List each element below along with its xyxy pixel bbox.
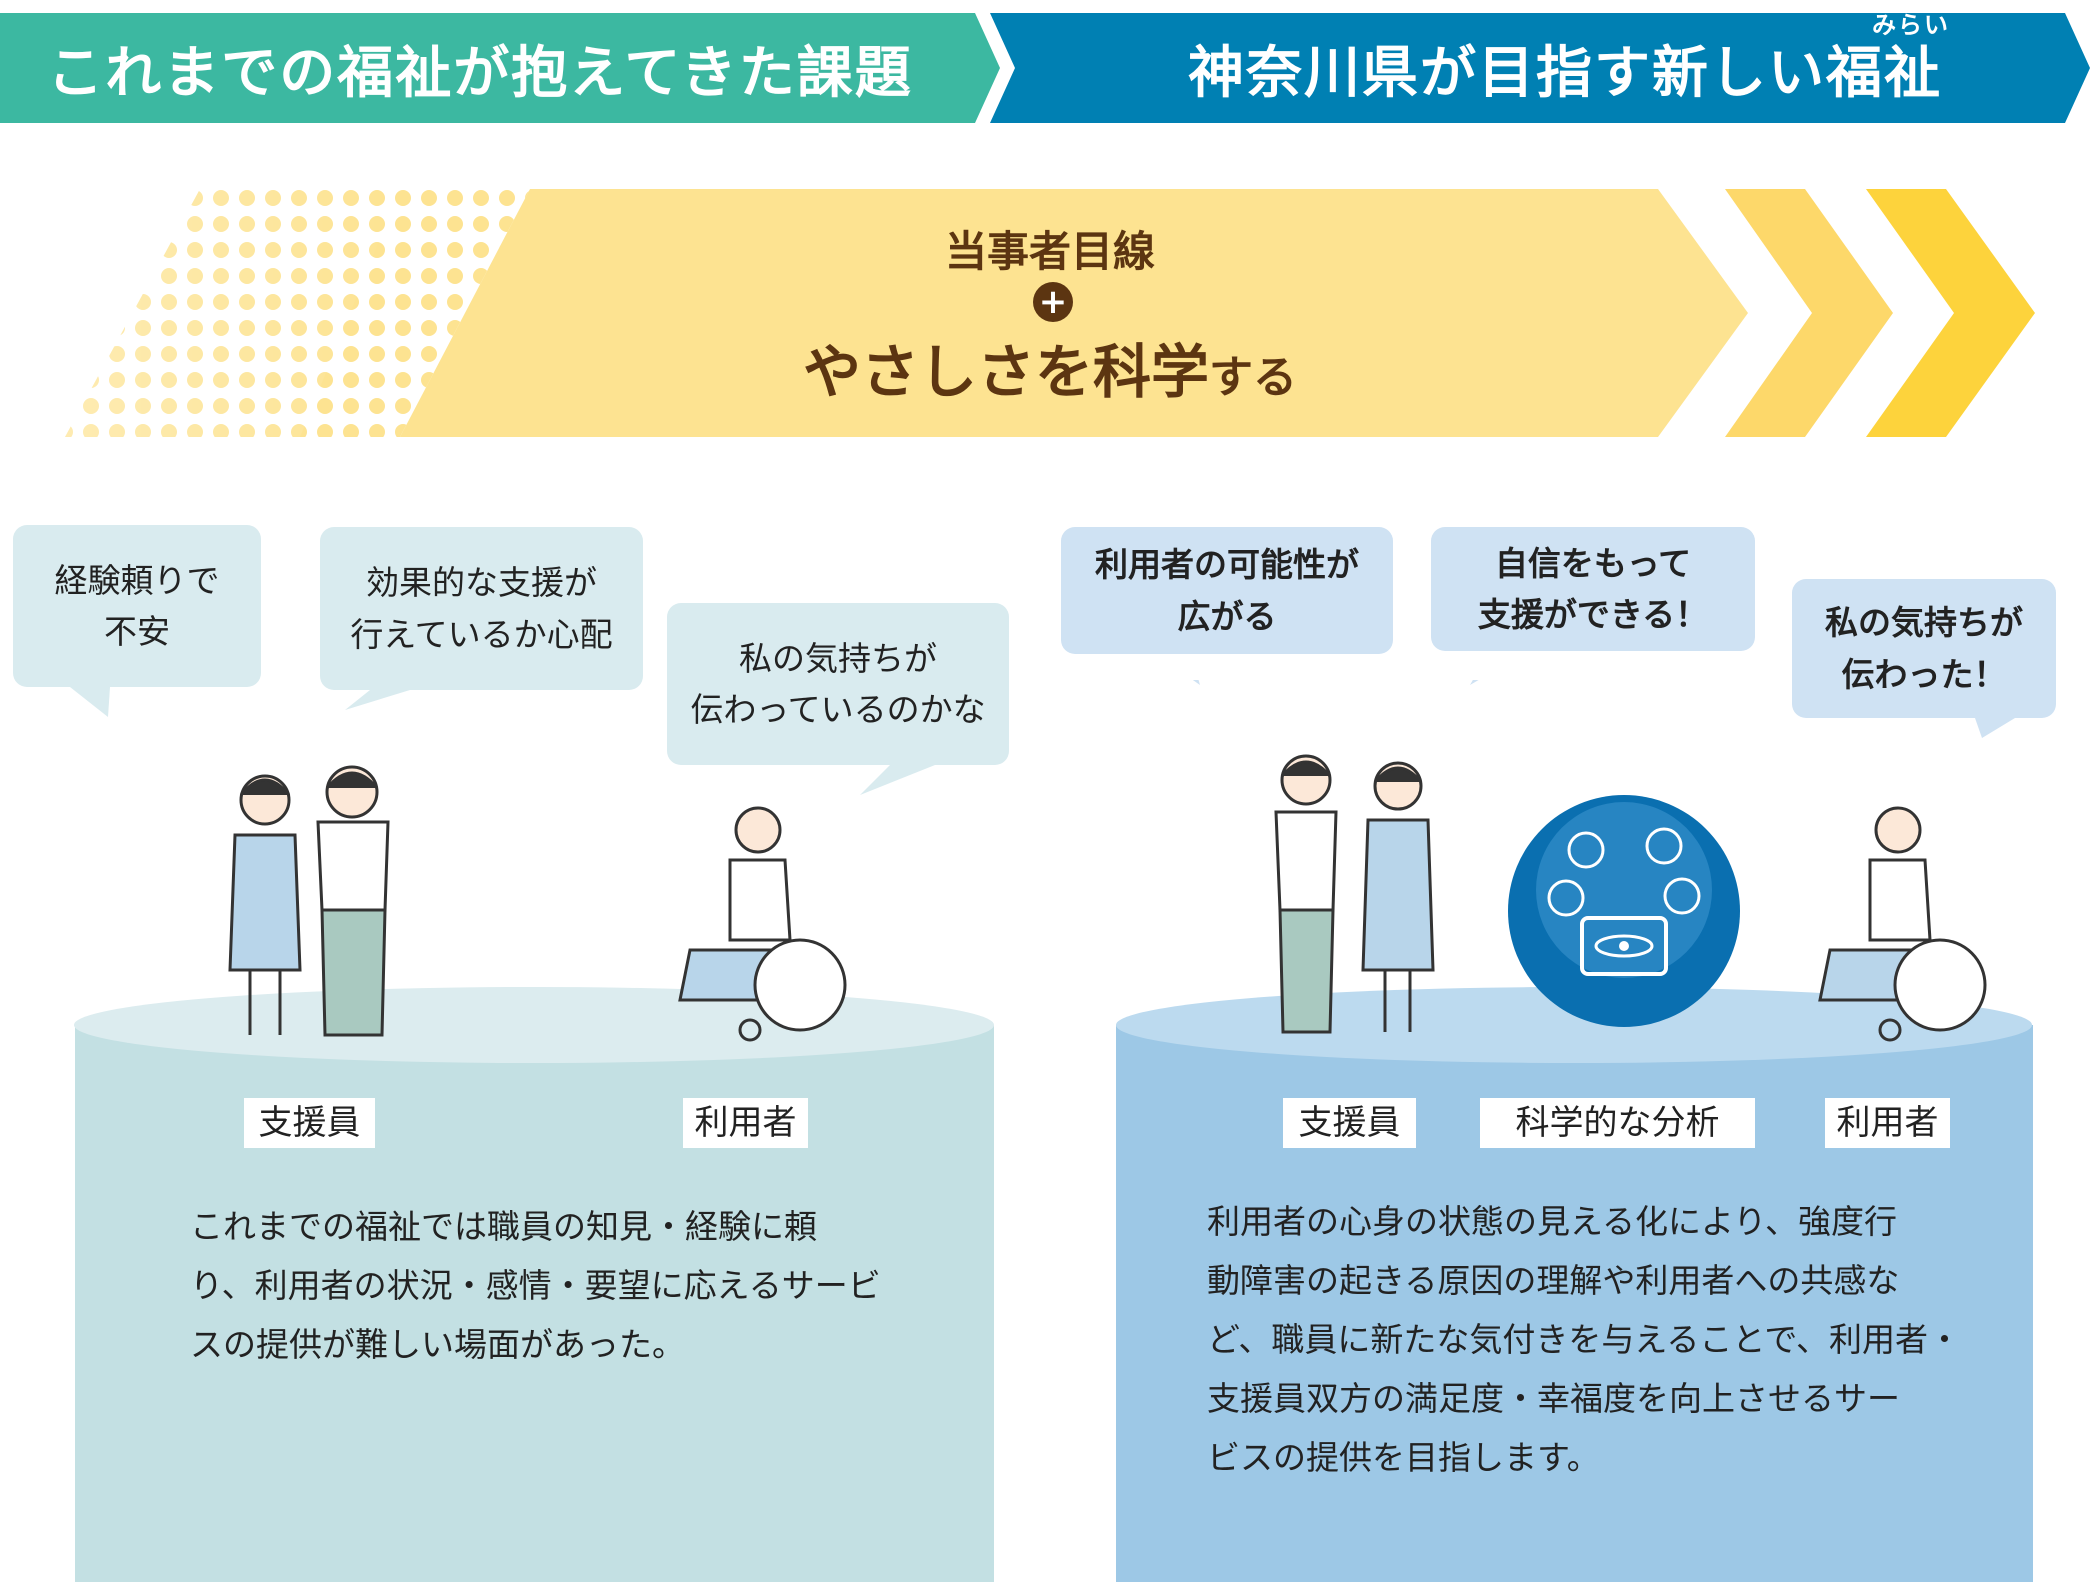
text-line: り、利用者の状況・感情・要望に応えるサービ — [190, 1266, 881, 1305]
speech-bubble-anxious: 経験頼りで不安 — [13, 525, 261, 687]
speech-bubble-confidence: 自信をもって支援ができる！ — [1431, 527, 1755, 651]
label-staff-right: 支援員 — [1283, 1098, 1416, 1148]
text-line: 利用者の心身の状態の見える化により、強度行 — [1207, 1202, 1898, 1241]
ruby-text: みらい — [1872, 11, 1950, 39]
bubble-tails — [70, 680, 2015, 795]
speech-bubble-understood: 私の気持ちが伝わった！ — [1792, 579, 2056, 718]
text-line: 支援員双方の満足度・幸福度を向上させるサー — [1207, 1379, 1900, 1418]
staff-man-cheering-icon — [1274, 754, 1338, 1034]
text-line: これまでの福祉では職員の知見・経験に頼 — [190, 1207, 817, 1246]
text-line: 動障害の起きる原因の理解や利用者への共感な — [1207, 1261, 1900, 1300]
text-line: ビスの提供を目指します。 — [1207, 1438, 1600, 1477]
text-line: 経験頼りで — [54, 560, 220, 600]
label-analysis: 科学的な分析 — [1480, 1098, 1755, 1148]
staff-woman-icon — [228, 774, 302, 1035]
banner-main: やさしさを科学 — [802, 338, 1209, 406]
staff-woman-cheering-icon — [1361, 761, 1435, 1032]
header-left-title: これまでの福祉が抱えてきた課題 — [47, 40, 913, 106]
text-line: ど、職員に新たな気付きを与えることで、利用者・ — [1207, 1320, 1962, 1359]
banner-line2: やさしさを科学する — [700, 325, 1400, 409]
text-line: 効果的な支援が — [365, 563, 597, 603]
text-line: スの提供が難しい場面があった。 — [190, 1325, 685, 1364]
plus-icon: + — [1033, 282, 1073, 322]
text-line: 行えているか心配 — [350, 614, 613, 654]
science-analysis-icon — [1508, 795, 1740, 1027]
label-staff-left: 支援員 — [244, 1098, 375, 1148]
speech-bubble-user-wonders: 私の気持ちが伝わっているのかな — [667, 603, 1009, 765]
right-description: 利用者の心身の状態の見える化により、強度行動障害の起きる原因の理解や利用者への共… — [1207, 1192, 1961, 1487]
banner-arrow — [65, 189, 2035, 437]
speech-bubble-possibility: 利用者の可能性が広がる — [1061, 527, 1393, 654]
text-line: 不安 — [104, 612, 170, 651]
text-line: 伝わっているのかな — [690, 690, 986, 729]
people-illustrations — [228, 754, 1987, 1042]
text-line: 支援ができる！ — [1477, 595, 1709, 634]
header-right-title: 神奈川県が目指す新しい福祉 — [1188, 40, 1942, 106]
wheelchair-user-icon — [678, 806, 847, 1042]
text-line: 私の気持ちが — [738, 638, 937, 678]
speech-bubble-worried: 効果的な支援が行えているか心配 — [320, 527, 643, 690]
banner-line1: 当事者目線 — [944, 227, 1155, 276]
staff-man-icon — [316, 765, 390, 1037]
text-line: 自信をもって — [1494, 543, 1692, 583]
header-future-welfare: 神奈川県が目指す新しい福祉みらい — [990, 13, 2090, 123]
text-line: 利用者の可能性が — [1095, 545, 1359, 585]
wheelchair-user-right-icon — [1818, 806, 1987, 1042]
label-user-right: 利用者 — [1825, 1098, 1950, 1148]
header-current-issues: これまでの福祉が抱えてきた課題 — [0, 13, 1000, 123]
left-description: これまでの福祉では職員の知見・経験に頼り、利用者の状況・感情・要望に応えるサービ… — [190, 1197, 881, 1374]
text-line: 広がる — [1177, 596, 1277, 636]
text-line: 私の気持ちが — [1825, 603, 2023, 643]
label-user-left: 利用者 — [683, 1098, 808, 1148]
text-line: 伝わった！ — [1841, 654, 2007, 694]
banner-tail: する — [1209, 352, 1297, 403]
